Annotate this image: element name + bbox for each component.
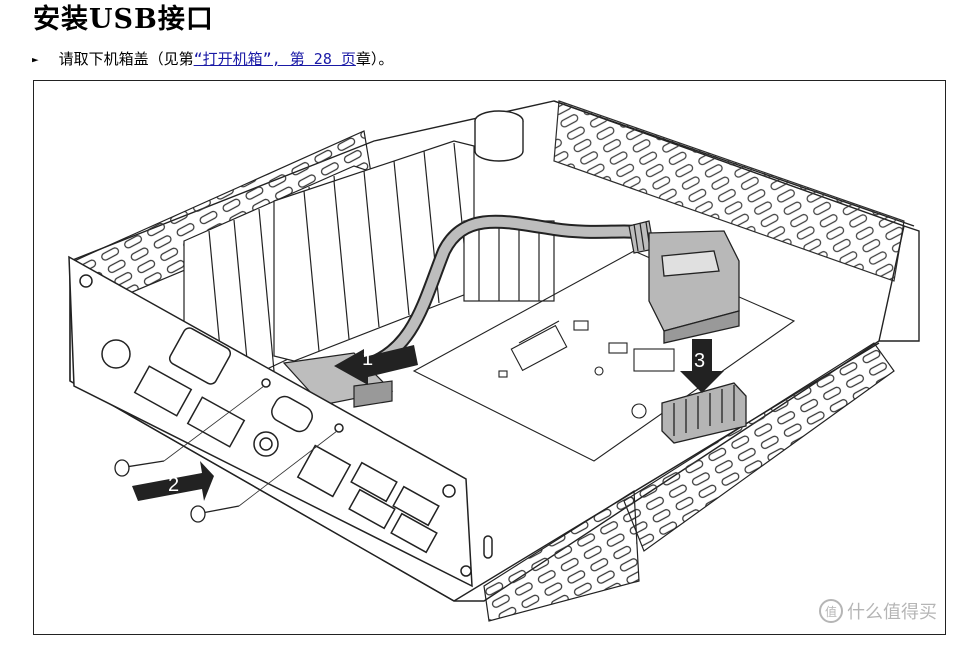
usb-header (661, 382, 747, 444)
callout-3: 3 (694, 350, 705, 372)
usb-install-figure: 1 2 3 值 什么值得买 (33, 80, 946, 635)
arrow-3-icon (680, 339, 724, 393)
open-case-link[interactable]: “打开机箱”, 第 28 页 (193, 50, 356, 68)
right-front-panel-perforated (483, 342, 895, 622)
motherboard (412, 250, 796, 462)
bullet-arrow-icon: ► (32, 53, 39, 66)
usb-connector-plug (648, 230, 740, 344)
arrow-2-icon (132, 461, 214, 501)
callout-1: 1 (362, 348, 373, 370)
watermark: 值 什么值得买 (819, 598, 937, 624)
instruction-text-after: 章）。 (355, 50, 394, 68)
usb-cable (357, 214, 655, 373)
callout-2: 2 (168, 474, 179, 496)
instruction-step: ► 请取下机箱盖（见第“打开机箱”, 第 28 页章）。 (32, 48, 393, 72)
watermark-logo-icon: 值 (819, 599, 843, 623)
back-wall-perforated (553, 100, 905, 282)
screw-leader-lines (163, 385, 338, 507)
watermark-text: 什么值得买 (847, 602, 937, 623)
page-title: 安装USB接口 (33, 4, 214, 35)
instruction-text-before: 请取下机箱盖（见第 (58, 50, 194, 68)
mini-pc-chassis-drawing: 1 2 3 (68, 100, 920, 622)
capacitor (474, 110, 524, 162)
screw-icon (114, 459, 240, 523)
arrow-1-icon (334, 345, 418, 385)
